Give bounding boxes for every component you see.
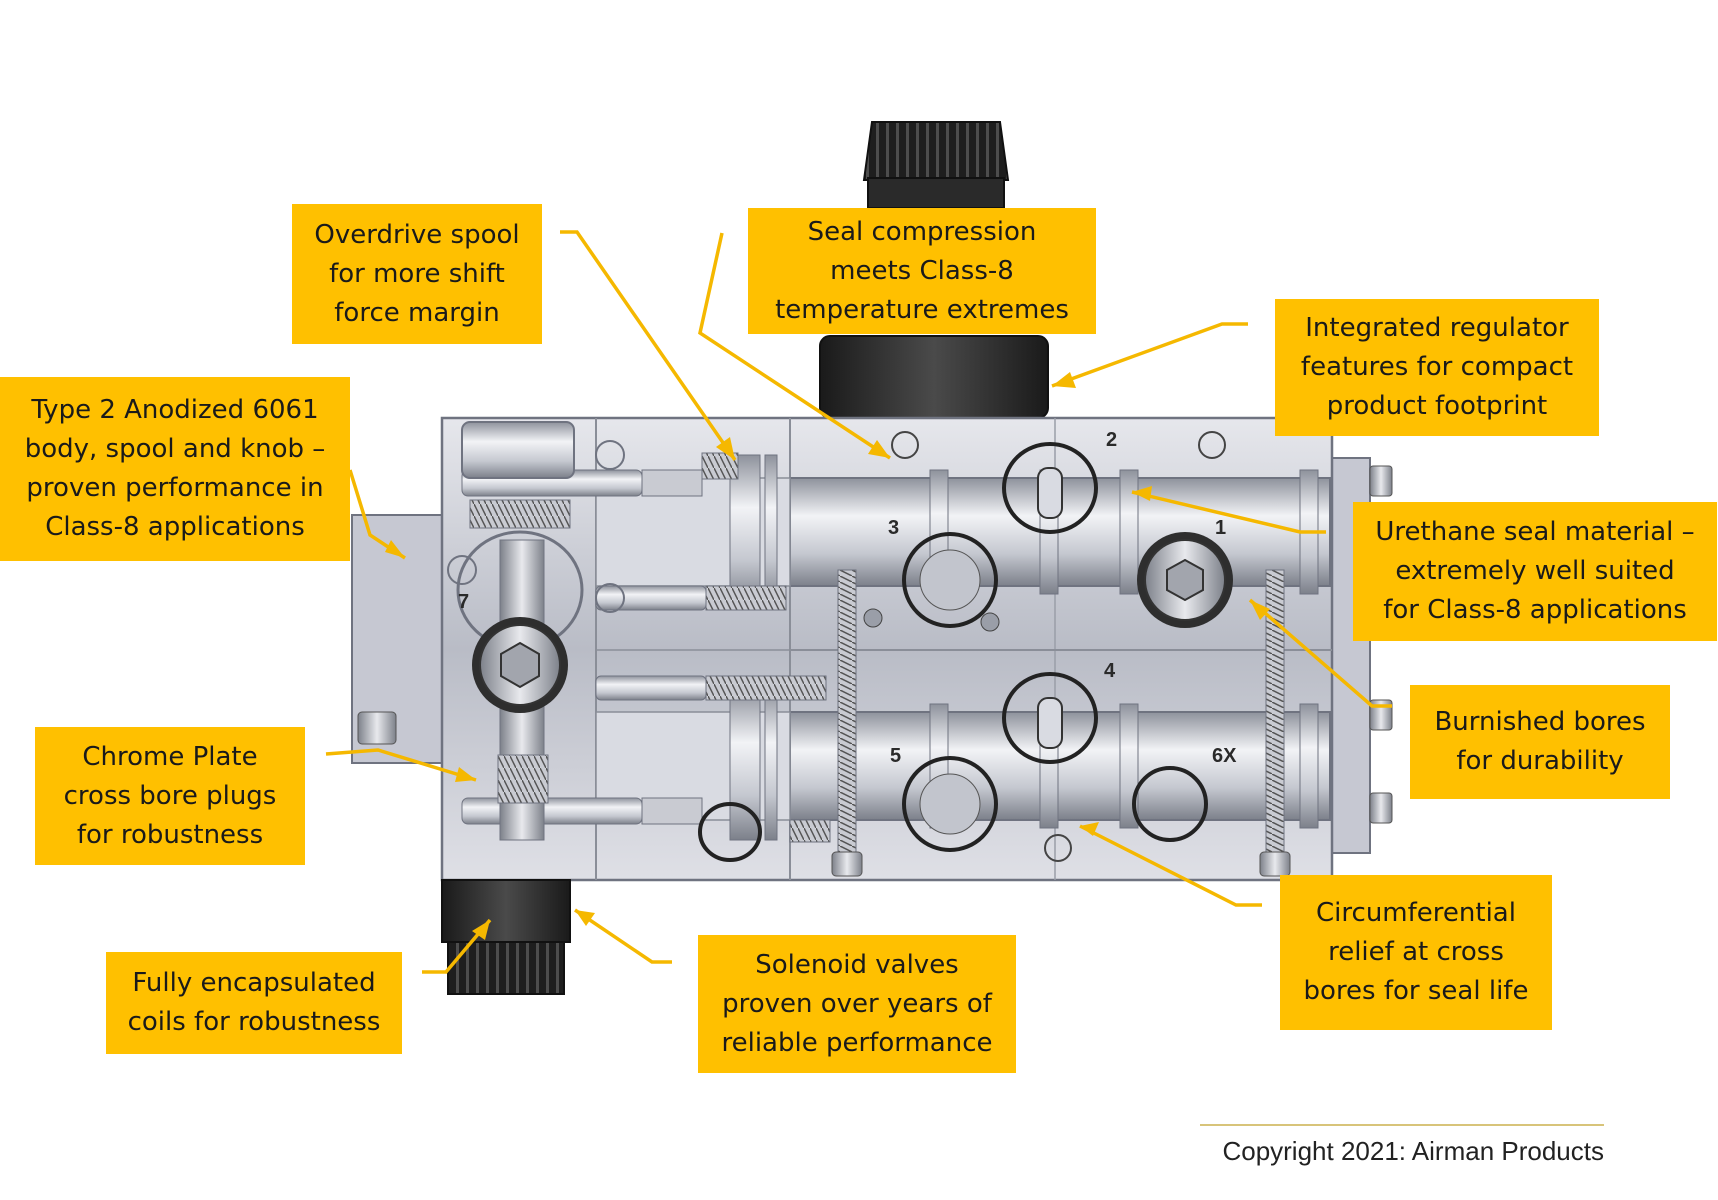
callout-chrome-plate: Chrome Plate cross bore plugs for robust… (35, 727, 305, 865)
leader-encapsulated (422, 918, 492, 974)
solenoid-coil (441, 879, 571, 995)
callout-overdrive-spool: Overdrive spool for more shift force mar… (292, 204, 542, 344)
leader-seal-compression (698, 232, 891, 460)
leader-solenoid (574, 908, 672, 964)
lower-ports (698, 672, 1208, 862)
vertical-bolts (831, 569, 1291, 877)
port-label-6x: 6X (1212, 745, 1237, 767)
callout-solenoid-valves: Solenoid valves proven over years of rel… (698, 935, 1016, 1073)
callout-integrated-regulator: Integrated regulator features for compac… (1275, 299, 1599, 436)
port-labels: 2 1 3 4 5 6X 7 (458, 429, 1237, 767)
port-label-2: 2 (1106, 429, 1117, 451)
port-label-5: 5 (890, 745, 901, 767)
callout-encapsulated-coils: Fully encapsulated coils for robustness (106, 952, 402, 1054)
leader-chrome (325, 748, 477, 782)
callout-seal-compression: Seal compression meets Class-8 temperatu… (748, 208, 1096, 334)
right-plate-screws (1369, 465, 1393, 824)
copyright-notice: Copyright 2021: Airman Products (1222, 1136, 1604, 1166)
port-label-7: 7 (458, 591, 469, 613)
leader-circumferential (1079, 824, 1262, 907)
port-label-3: 3 (888, 517, 899, 539)
upper-ports (863, 431, 1233, 632)
knob (819, 121, 1049, 419)
leader-overdrive (560, 230, 737, 461)
port-label-1: 1 (1215, 517, 1226, 539)
left-plate-screw (357, 711, 397, 745)
callout-urethane-seal: Urethane seal material – extremely well … (1353, 502, 1717, 641)
leader-regulator (1051, 322, 1248, 388)
callout-burnished-bores: Burnished bores for durability (1410, 685, 1670, 799)
callout-anodized-body: Type 2 Anodized 6061 body, spool and kno… (0, 377, 350, 561)
leader-arrowheads (385, 372, 1270, 940)
copyright-rule (1200, 1124, 1604, 1126)
leader-burnished (1248, 598, 1392, 708)
port-label-4: 4 (1104, 660, 1116, 682)
callout-circumferential-relief: Circumferential relief at cross bores fo… (1280, 875, 1552, 1030)
left-regulator-section (447, 421, 625, 841)
leader-urethane (1131, 490, 1326, 534)
leader-lines (325, 230, 1392, 974)
